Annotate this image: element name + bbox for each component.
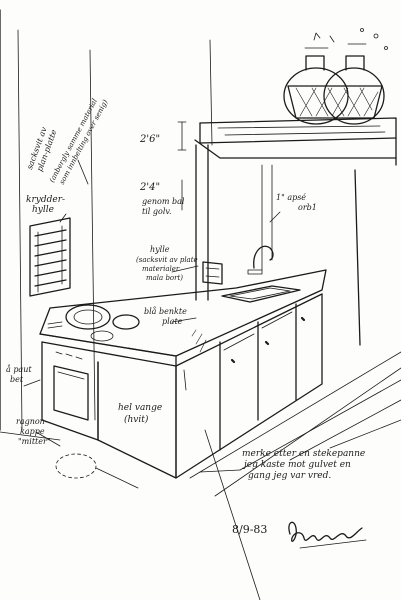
- footnote-1: merke etter en stekepanne: [242, 449, 366, 459]
- faucet: [247, 245, 274, 275]
- shelf-note-3: materialer: [142, 265, 180, 273]
- dim-mid-label: 2'4": [140, 182, 161, 193]
- right-wall-note-2: (hvit): [124, 415, 149, 425]
- jars-in-basket: [283, 28, 388, 125]
- date-label: 8/9-83: [232, 523, 268, 536]
- left-note-1: å paut: [6, 365, 32, 374]
- room-outline: [0, 9, 361, 600]
- lamp-note-1: 1" apsé: [276, 193, 307, 202]
- small-shelf: [202, 261, 223, 285]
- bottom-left-note-2: kappe: [20, 427, 45, 436]
- leader-lines: [23, 159, 281, 447]
- spice-rack: [29, 217, 71, 297]
- signature: [288, 521, 367, 549]
- footnote-2: jeg kaste mot gulvet en: [244, 460, 351, 470]
- bottom-left-note-3: "mitter": [18, 437, 51, 446]
- left-note-2: bet: [10, 375, 24, 384]
- counter-note-1: blå benkte: [144, 307, 187, 316]
- dim-top-label: 2'6": [140, 134, 161, 145]
- dim-mid-sub1: genom bal: [142, 197, 185, 206]
- post: [177, 121, 273, 301]
- dim-mid-sub2: til golv.: [142, 207, 172, 216]
- floor-boards: [0, 351, 401, 497]
- pan-mark: [55, 453, 241, 489]
- shelf-note-1: hylle: [150, 245, 170, 254]
- bottom-left-note-1: ragnon-: [16, 417, 48, 426]
- rack-note-1: krydder-: [26, 195, 66, 205]
- counter-cabinets: [39, 269, 327, 479]
- lamp-note-2: orb1: [298, 203, 317, 212]
- right-wall-note-1: hel vange: [118, 403, 163, 413]
- counter-note-2: plate: [162, 317, 183, 326]
- rack-note-2: hylle: [32, 205, 54, 215]
- shelf-note-4: mala bort): [146, 274, 184, 282]
- footnote-3: gang jeg var vred.: [248, 471, 332, 481]
- shelf-note-2: (sacksvit av plate: [136, 256, 198, 264]
- overhead-beam: [194, 117, 397, 166]
